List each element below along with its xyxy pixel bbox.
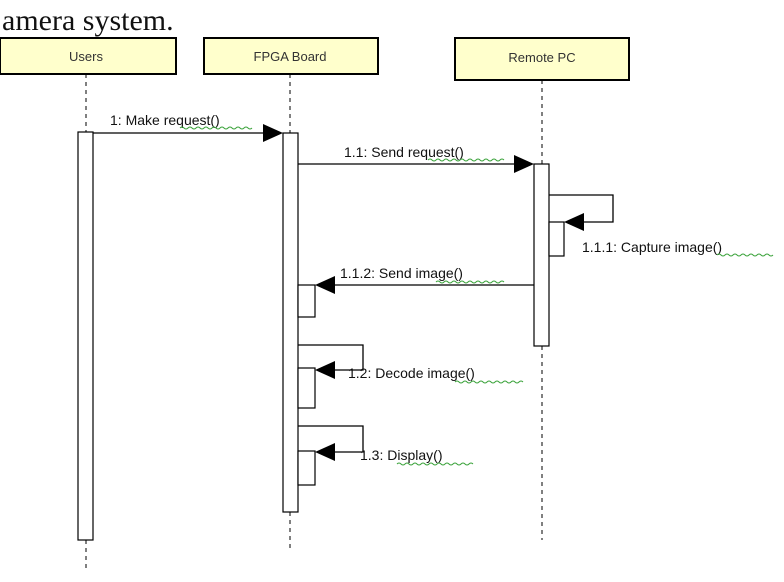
actor-fpga-label: FPGA Board (254, 49, 327, 64)
message-capture-image-label: 1.1.1: Capture image() (582, 239, 722, 255)
message-send-image-arrowhead (315, 276, 335, 294)
activation-fpga-display (297, 450, 316, 486)
message-display-label: 1.3: Display() (360, 447, 442, 463)
actor-users-box (0, 37, 177, 75)
spellcheck-underline (454, 380, 524, 384)
activation-fpga-receive (297, 284, 316, 318)
message-make-request: 1: Make request() (93, 112, 283, 142)
message-display: 1.3: Display() (298, 425, 474, 466)
message-decode-image-line (298, 344, 364, 371)
message-display-line (298, 425, 364, 453)
caption-text: amera system. (2, 4, 174, 37)
activation-pc (533, 163, 550, 347)
message-capture-image-line (549, 194, 614, 223)
message-decode-image-arrowhead (315, 361, 335, 379)
activation-fpga-decode (297, 367, 316, 409)
activation-pc-capture (548, 221, 565, 257)
spellcheck-underline (716, 253, 774, 257)
message-make-request-arrowhead (263, 124, 283, 142)
actor-fpga-box (203, 37, 379, 75)
message-send-image-label: 1.1.2: Send image() (340, 265, 463, 281)
actor-users: Users (0, 37, 177, 75)
spellcheck-underline (435, 280, 505, 284)
message-decode-image: 1.2: Decode image() (298, 344, 524, 384)
spellcheck-underline (427, 158, 505, 162)
actor-users-label: Users (69, 49, 103, 64)
message-capture-image-arrowhead (564, 213, 584, 231)
actor-fpga: FPGA Board (203, 37, 379, 75)
message-capture-image: 1.1.1: Capture image() (549, 194, 774, 257)
activation-fpga (282, 132, 299, 513)
actor-pc: Remote PC (454, 37, 630, 81)
activation-users (77, 131, 94, 541)
spellcheck-underline (396, 462, 474, 466)
message-send-image: 1.1.2: Send image() (315, 265, 534, 294)
message-send-request: 1.1: Send request() (298, 144, 534, 173)
message-make-request-label: 1: Make request() (110, 112, 220, 128)
message-decode-image-label: 1.2: Decode image() (348, 365, 475, 381)
message-display-arrowhead (315, 443, 335, 461)
actor-pc-label: Remote PC (508, 50, 575, 65)
spellcheck-underline (179, 126, 253, 130)
message-send-request-label: 1.1: Send request() (344, 144, 464, 160)
message-send-request-arrowhead (514, 155, 534, 173)
